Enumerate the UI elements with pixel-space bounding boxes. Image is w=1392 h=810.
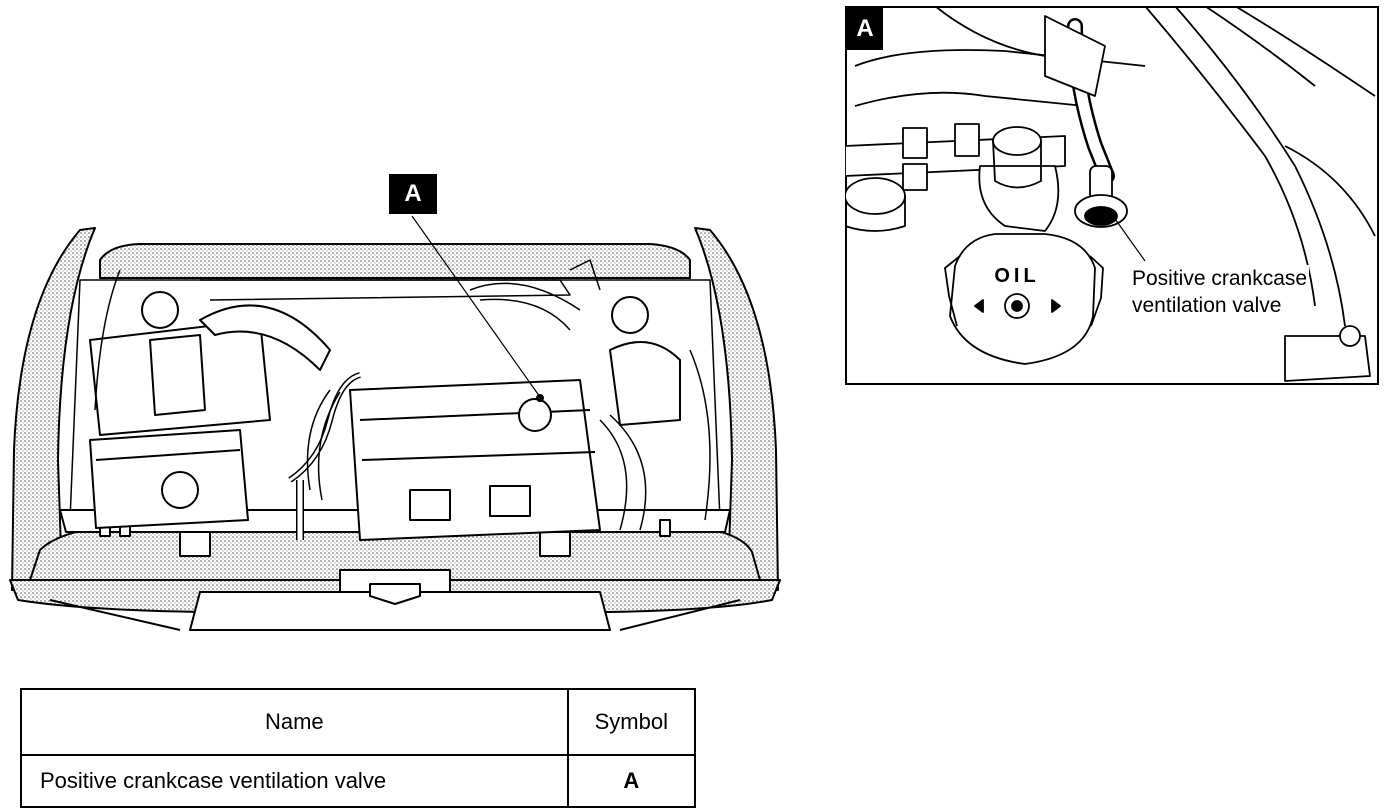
table-row: Positive crankcase ventilation valve A: [20, 754, 697, 808]
inset-symbol-a-marker: A: [847, 8, 883, 50]
engine-compartment-illustration: [9, 215, 781, 631]
oil-cap-main: [518, 398, 552, 432]
right-fender: [694, 227, 779, 591]
grille: [189, 591, 611, 631]
callout-line-1: Positive crankcase: [1132, 267, 1308, 290]
parts-legend-table: Name Symbol Positive crankcase ventilati…: [20, 688, 697, 808]
callout-line-2: ventilation valve: [1132, 294, 1282, 317]
table-header-row: Name Symbol: [20, 688, 697, 756]
pcv-valve-detail-inset: OIL: [845, 6, 1379, 385]
part-symbol-cell: A: [566, 754, 697, 808]
cowl: [99, 243, 691, 279]
coolant-tank: [609, 341, 681, 426]
pcv-valve-callout: Positive crankcase ventilation valve: [1130, 265, 1310, 319]
oil-cap-label: OIL: [994, 265, 1039, 287]
symbol-column-header: Symbol: [566, 688, 697, 756]
part-name-cell: Positive crankcase ventilation valve: [20, 754, 569, 808]
name-column-header: Name: [20, 688, 569, 756]
leader-line: [411, 215, 541, 398]
symbol-a-marker: A: [389, 174, 437, 214]
left-fender: [11, 227, 96, 591]
